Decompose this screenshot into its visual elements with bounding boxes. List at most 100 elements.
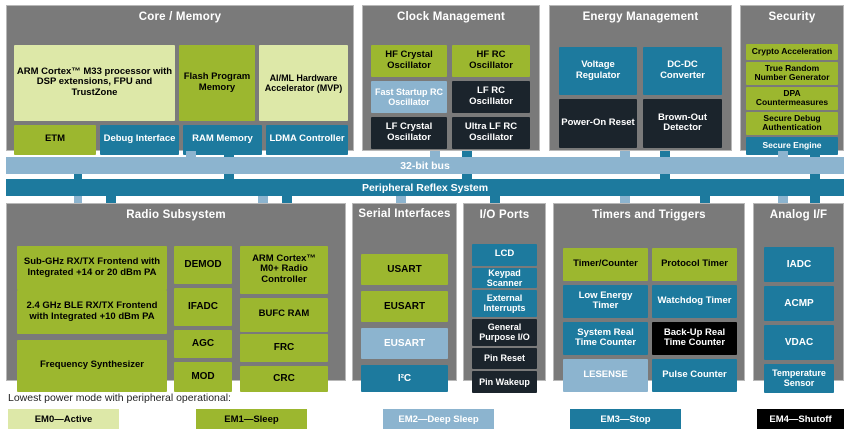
panel-title-io-ports: I/O Ports: [479, 209, 530, 221]
bus-stub-mid-3: [462, 174, 472, 180]
panel-security: Security Crypto Acceleration True Random…: [740, 5, 844, 155]
panel-energy-management: Energy Management Voltage Regulator DC-D…: [549, 5, 732, 151]
bus-stub-mid-1: [74, 174, 82, 180]
panel-io-ports: I/O Ports LCD Keypad Scanner External In…: [463, 203, 546, 393]
bus-stub-bot-1: [74, 196, 82, 203]
bus-stub-top-3: [430, 151, 440, 158]
block-external-interrupts[interactable]: External Interrupts: [472, 289, 537, 317]
bus-stub-mid-2: [224, 174, 234, 180]
bus-stub-top-2: [224, 151, 234, 158]
block-debug-interface[interactable]: Debug Interface: [100, 124, 179, 155]
bus-stub-mid-5: [810, 174, 820, 180]
block-usart[interactable]: USART: [361, 253, 448, 285]
bus-stub-top-1: [186, 151, 196, 158]
block-system-real-time-counter[interactable]: System Real Time Counter: [563, 321, 648, 355]
block-acmp[interactable]: ACMP: [764, 285, 834, 321]
block-hf-crystal-oscillator[interactable]: HF Crystal Oscillator: [371, 44, 447, 77]
block-agc[interactable]: AGC: [174, 329, 232, 358]
legend-item-em3: EM3—Stop: [570, 409, 681, 429]
panel-analog-if: Analog I/F IADC ACMP VDAC Temperature Se…: [753, 203, 844, 393]
panel-timers-triggers: Timers and Triggers Timer/Counter Protoc…: [553, 203, 745, 392]
block-keypad-scanner[interactable]: Keypad Scanner: [472, 268, 537, 288]
block-watchdog-timer[interactable]: Watchdog Timer: [652, 284, 737, 318]
block-temperature-sensor[interactable]: Temperature Sensor: [764, 363, 834, 393]
panel-title-analog-if: Analog I/F: [769, 209, 828, 221]
legend-caption: Lowest power mode with peripheral operat…: [8, 392, 231, 404]
block-aiml-hardware-accelerator[interactable]: AI/ML Hardware Accelerator (MVP): [259, 44, 348, 121]
block-power-on-reset[interactable]: Power-On Reset: [559, 98, 637, 148]
block-flash-program-memory[interactable]: Flash Program Memory: [179, 44, 255, 121]
bus-stub-bot-4: [282, 196, 292, 203]
legend-item-em0: EM0—Active: [8, 409, 119, 429]
panel-serial-interfaces: Serial Interfaces USART EUSART EUSART I²…: [352, 203, 457, 392]
block-vdac[interactable]: VDAC: [764, 324, 834, 360]
block-low-energy-timer[interactable]: Low Energy Timer: [563, 284, 648, 318]
block-eusart-em2[interactable]: EUSART: [361, 327, 448, 359]
block-mod[interactable]: MOD: [174, 361, 232, 392]
bus-stub-bot-8: [700, 196, 710, 203]
bus-stub-bot-10: [810, 196, 820, 203]
block-bufc-ram[interactable]: BUFC RAM: [240, 297, 328, 332]
block-24ghz-ble-frontend[interactable]: 2.4 GHz BLE RX/TX Frontend with Integrat…: [17, 289, 167, 334]
block-i2c[interactable]: I²C: [361, 364, 448, 392]
block-timer-counter[interactable]: Timer/Counter: [563, 247, 648, 281]
block-dc-dc-converter[interactable]: DC-DC Converter: [643, 46, 722, 95]
panel-core-memory: Core / Memory ARM Cortex™ M33 processor …: [6, 5, 354, 155]
block-lf-rc-oscillator[interactable]: LF RC Oscillator: [452, 80, 530, 113]
block-general-purpose-io[interactable]: General Purpose I/O: [472, 318, 537, 346]
block-iadc[interactable]: IADC: [764, 246, 834, 282]
block-fast-startup-rc-oscillator[interactable]: Fast Startup RC Oscillator: [371, 80, 447, 113]
block-lcd[interactable]: LCD: [472, 243, 537, 266]
block-hf-rc-oscillator[interactable]: HF RC Oscillator: [452, 44, 530, 77]
block-pin-reset[interactable]: Pin Reset: [472, 347, 537, 369]
block-secure-engine[interactable]: Secure Engine: [746, 136, 838, 155]
block-lf-crystal-oscillator[interactable]: LF Crystal Oscillator: [371, 116, 447, 149]
block-dpa-countermeasures[interactable]: DPA Countermeasures: [746, 86, 838, 110]
legend-item-em2: EM2—Deep Sleep: [383, 409, 494, 429]
bus-prs-label: Peripheral Reflex System: [361, 181, 489, 194]
block-ldma-controller[interactable]: LDMA Controller: [266, 124, 348, 155]
block-protocol-timer[interactable]: Protocol Timer: [652, 247, 737, 281]
block-backup-real-time-counter[interactable]: Back-Up Real Time Counter: [652, 321, 737, 355]
block-eusart-em1[interactable]: EUSART: [361, 290, 448, 322]
block-brown-out-detector[interactable]: Brown-Out Detector: [643, 98, 722, 148]
legend-item-em4: EM4—Shutoff: [757, 409, 844, 429]
bus-32-bit: 32-bit bus: [6, 157, 844, 174]
bus-stub-bot-3: [258, 196, 268, 203]
block-lesense[interactable]: LESENSE: [563, 358, 648, 392]
block-true-random-number-generator[interactable]: True Random Number Generator: [746, 61, 838, 85]
bus-stub-top-7: [778, 151, 788, 158]
block-etm[interactable]: ETM: [14, 124, 96, 155]
block-frequency-synthesizer[interactable]: Frequency Synthesizer: [17, 339, 167, 392]
block-pulse-counter[interactable]: Pulse Counter: [652, 358, 737, 392]
block-secure-debug-authentication[interactable]: Secure Debug Authentication: [746, 111, 838, 135]
block-sub-ghz-frontend[interactable]: Sub-GHz RX/TX Frontend with Integrated +…: [17, 245, 167, 290]
bus-stub-bot-7: [620, 196, 630, 203]
block-ifadc[interactable]: IFADC: [174, 287, 232, 326]
legend-item-em1: EM1—Sleep: [196, 409, 307, 429]
bus-stub-top-8: [810, 151, 820, 158]
block-ram-memory[interactable]: RAM Memory: [183, 124, 262, 155]
block-crc[interactable]: CRC: [240, 365, 328, 392]
bus-stub-bot-5: [396, 196, 406, 203]
panel-radio-subsystem: Radio Subsystem Sub-GHz RX/TX Frontend w…: [6, 203, 346, 392]
bus-stub-bot-2: [106, 196, 116, 203]
block-frc[interactable]: FRC: [240, 333, 328, 362]
bus-32-bit-label: 32-bit bus: [400, 159, 450, 172]
panel-title-radio-subsystem: Radio Subsystem: [126, 209, 226, 221]
bus-stub-bot-6: [490, 196, 500, 203]
block-arm-cortex-m33[interactable]: ARM Cortex™ M33 processor with DSP exten…: [14, 44, 175, 121]
block-ultra-lf-rc-oscillator[interactable]: Ultra LF RC Oscillator: [452, 116, 530, 149]
panel-title-security: Security: [768, 11, 816, 23]
block-pin-wakeup[interactable]: Pin Wakeup: [472, 370, 537, 393]
panel-title-serial-interfaces: Serial Interfaces: [358, 208, 451, 220]
block-voltage-regulator[interactable]: Voltage Regulator: [559, 46, 637, 95]
block-arm-cortex-m0-radio-controller[interactable]: ARM Cortex™ M0+ Radio Controller: [240, 245, 328, 294]
panel-title-timers-triggers: Timers and Triggers: [592, 209, 706, 221]
panel-title-clock-management: Clock Management: [396, 11, 505, 23]
block-demod[interactable]: DEMOD: [174, 245, 232, 284]
bus-peripheral-reflex-system: Peripheral Reflex System: [6, 179, 844, 196]
block-crypto-acceleration[interactable]: Crypto Acceleration: [746, 43, 838, 60]
panel-title-energy-management: Energy Management: [582, 11, 699, 23]
